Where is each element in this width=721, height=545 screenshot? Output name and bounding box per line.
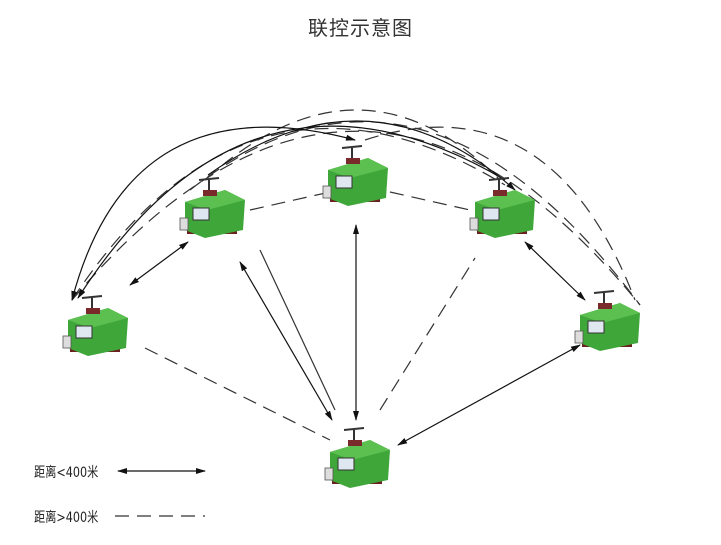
dashed-arc [189, 121, 641, 306]
dashed-link [389, 191, 471, 211]
device-top [322, 145, 389, 207]
dashed-link [259, 249, 336, 411]
solid-link [129, 241, 189, 286]
solid-link [397, 344, 581, 446]
device-left [62, 295, 129, 357]
legend-label-far: 距离>400米 [34, 510, 99, 526]
dashed-arc [71, 127, 506, 301]
dashed-link [144, 347, 331, 441]
device-bottom [324, 427, 391, 489]
solid-link [524, 241, 586, 301]
solid-link [239, 261, 333, 421]
diagram-title: 联控示意图 [308, 16, 413, 40]
solid-links [71, 120, 586, 446]
solid-arc [207, 120, 516, 191]
dashed-link [249, 191, 331, 211]
legend-label-near: 距离<400米 [34, 465, 99, 481]
dashed-link [379, 257, 476, 411]
solid-arc [77, 125, 506, 299]
device-upper-left [179, 177, 246, 239]
device-upper-right [469, 177, 536, 239]
